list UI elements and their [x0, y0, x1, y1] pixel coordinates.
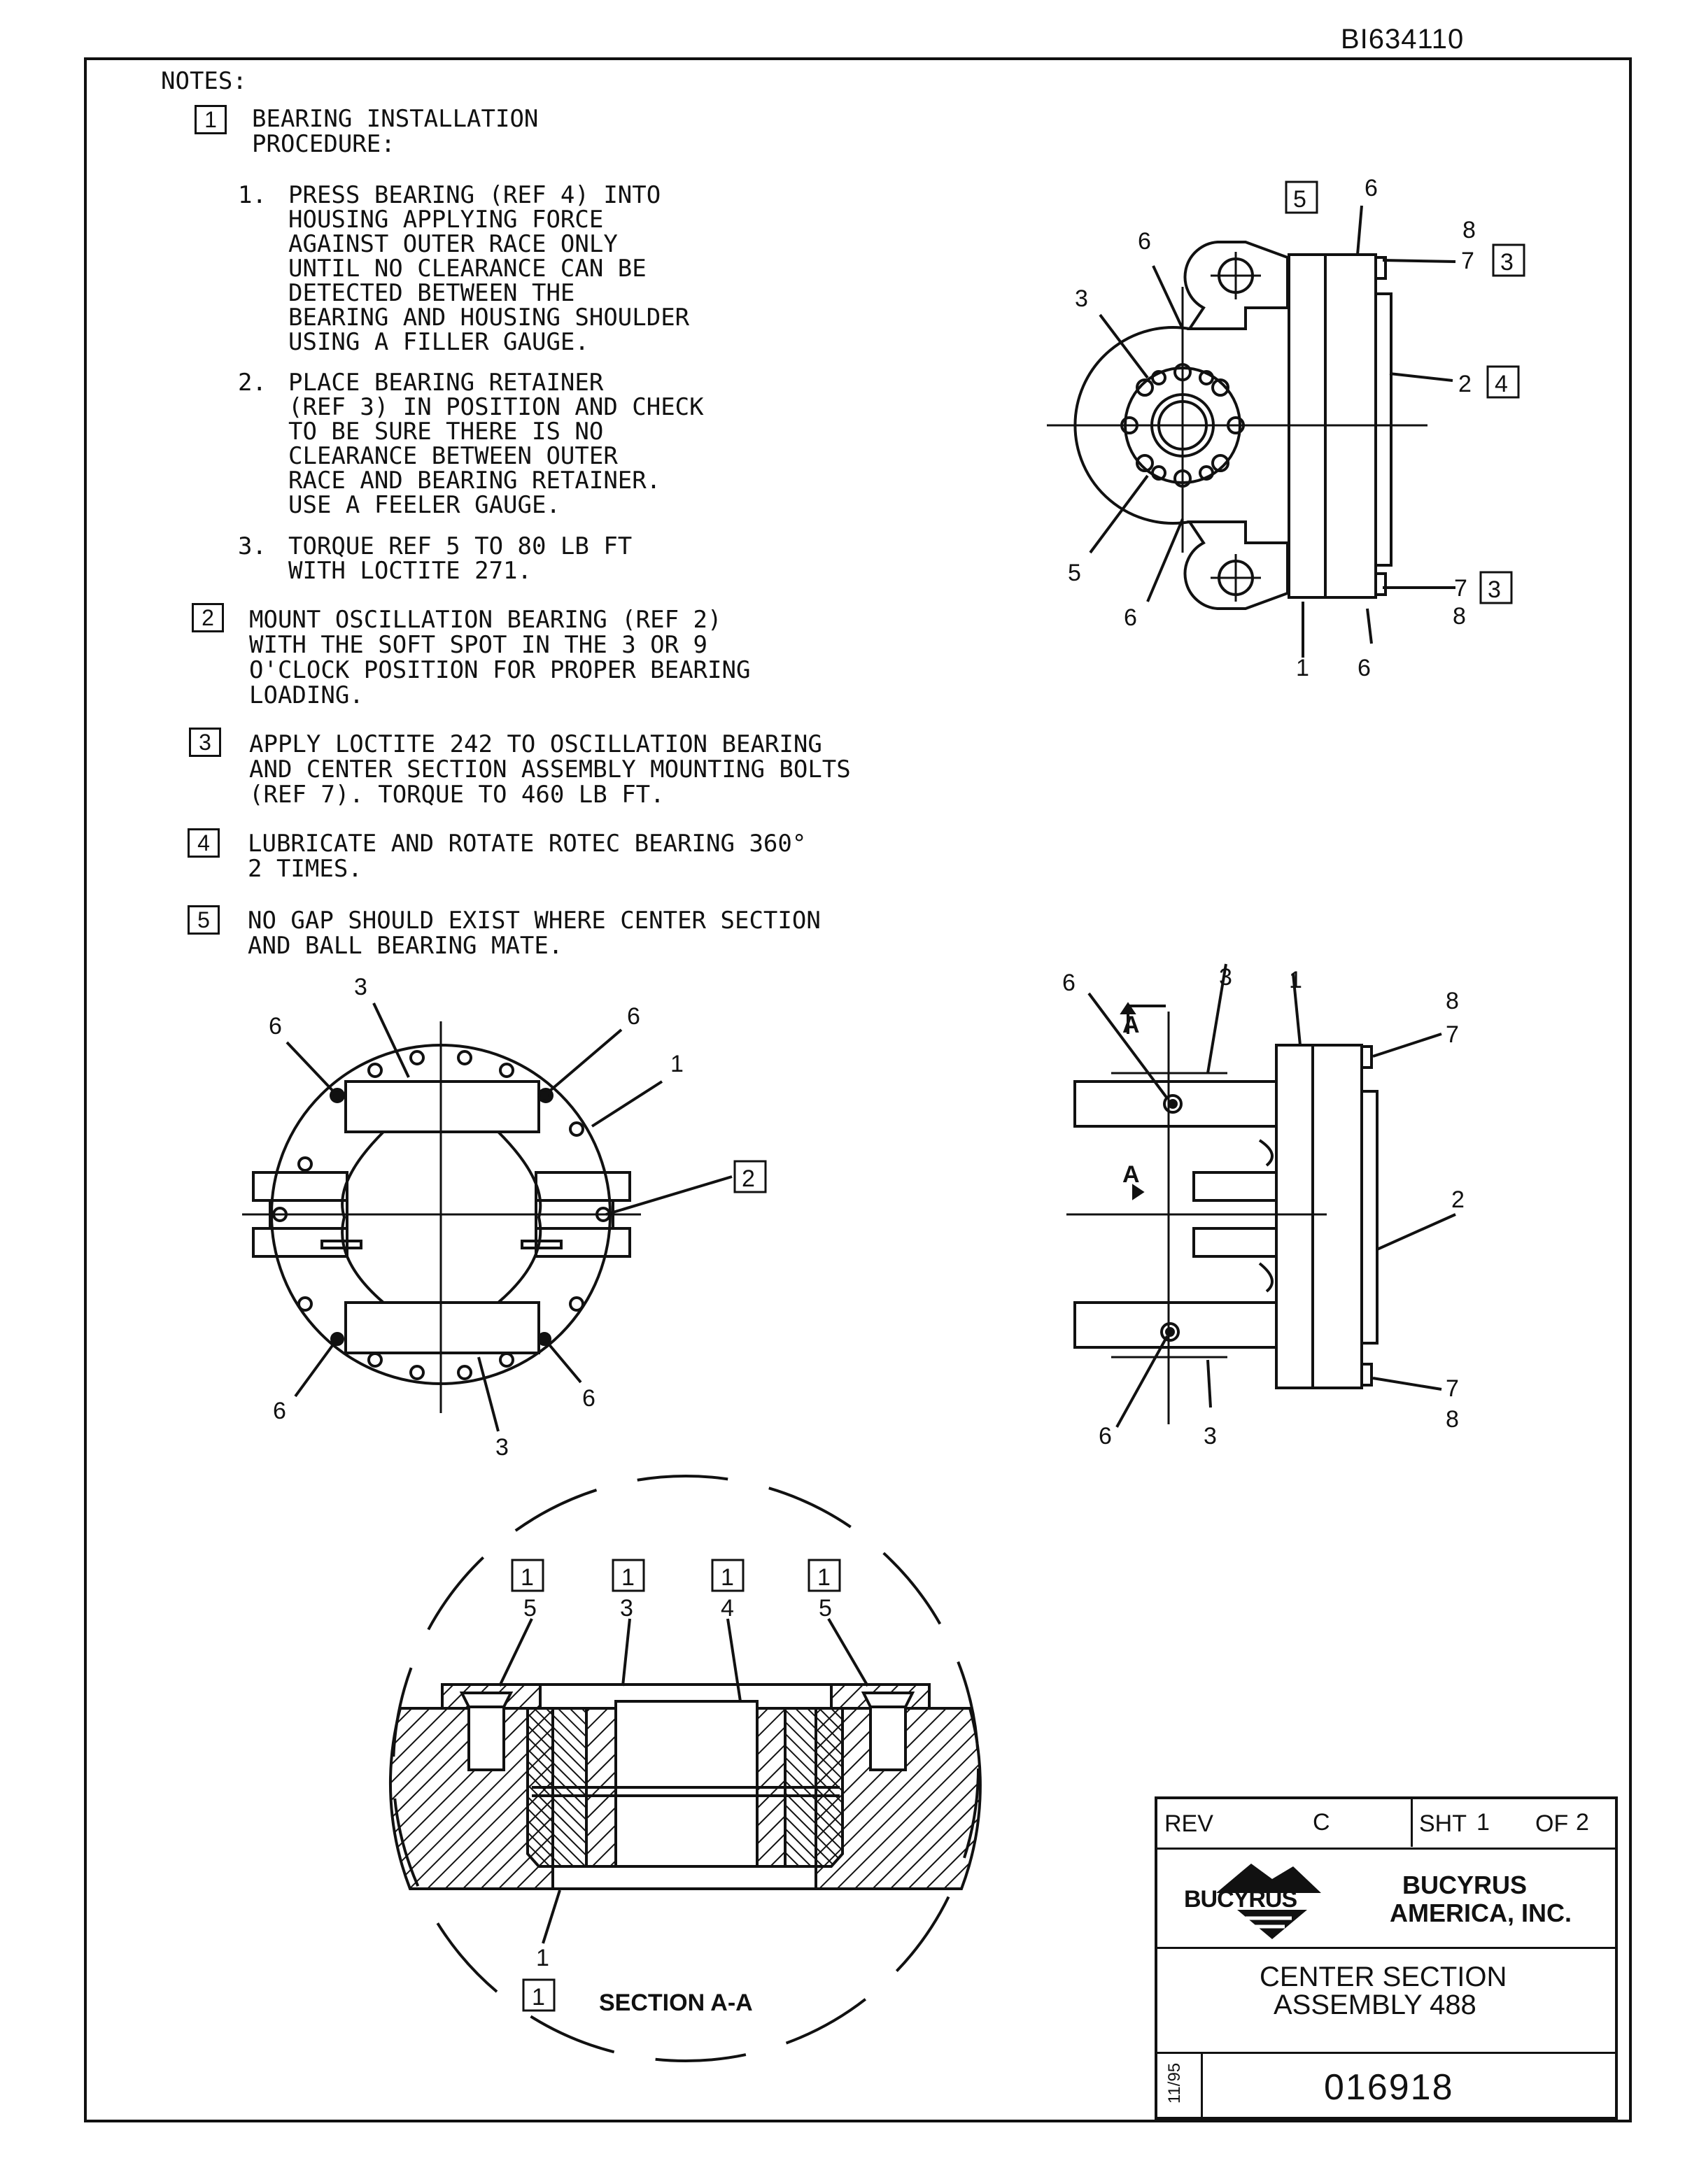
callout: 1	[817, 1564, 831, 1591]
of-label: OF	[1535, 1810, 1569, 1837]
top-right-view	[1047, 205, 1456, 658]
callout: 6	[627, 1003, 640, 1030]
bucyrus-logo-icon: BUCYRUS	[1184, 1864, 1321, 1939]
callout: 6	[1099, 1423, 1112, 1449]
drawing-number: BI634110	[1341, 24, 1465, 55]
callout: 1	[670, 1051, 684, 1077]
callout: 3	[495, 1434, 509, 1461]
note-1-step-3: 3.TORQUE REF 5 TO 80 LB FT WITH LOCTITE …	[238, 532, 633, 585]
callout: 6	[1062, 970, 1076, 996]
front-view	[242, 1002, 733, 1432]
title-row: CENTER SECTION ASSEMBLY 488	[1157, 1949, 1615, 2054]
callout: 3	[1075, 285, 1088, 312]
callout: 3	[620, 1595, 633, 1622]
callout: 3	[1219, 964, 1232, 991]
of-value: 2	[1576, 1809, 1589, 1836]
callout: 8	[1446, 988, 1459, 1014]
callout: 6	[269, 1013, 282, 1040]
sheet-value: 1	[1476, 1809, 1490, 1836]
sheet-label: SHT	[1419, 1810, 1467, 1837]
rev-row: REV C SHT 1 OF 2	[1157, 1799, 1615, 1850]
callout: 3	[1488, 576, 1501, 603]
note-1-marker: 1	[195, 105, 227, 134]
callout: 7	[1446, 1375, 1459, 1402]
rev-value: C	[1313, 1809, 1330, 1836]
callout: 6	[582, 1385, 595, 1412]
note-5-marker: 5	[188, 905, 220, 935]
callout: 2	[742, 1165, 755, 1192]
callout: 6	[273, 1398, 286, 1424]
callout: 4	[721, 1595, 734, 1622]
note-5-text: NO GAP SHOULD EXIST WHERE CENTER SECTION…	[248, 907, 821, 960]
note-2-text: MOUNT OSCILLATION BEARING (REF 2) WITH T…	[249, 606, 751, 709]
drawing-title-line-2: ASSEMBLY 488	[1274, 1990, 1476, 2020]
notes-heading: NOTES:	[161, 67, 247, 95]
callout: 6	[1124, 604, 1137, 631]
callout: 1	[1296, 655, 1309, 681]
callout: 7	[1446, 1021, 1459, 1048]
section-marker: A	[1122, 1161, 1140, 1188]
drawing-frame	[84, 57, 1632, 2122]
callout: 8	[1462, 217, 1476, 243]
side-view	[1066, 963, 1456, 1428]
section-marker: A	[1122, 1012, 1140, 1038]
note-1-title: BEARING INSTALLATION PROCEDURE:	[252, 105, 539, 158]
callout: 4	[1495, 371, 1508, 397]
side-view-callouts: 6 3 1 8 7 A A 2 7 8 6 3	[1062, 964, 1465, 1449]
date: 11/95	[1165, 2062, 1185, 2104]
company-line-2: AMERICA, INC.	[1390, 1899, 1572, 1927]
callout: 1	[532, 1984, 545, 2011]
callout: 3	[1204, 1423, 1217, 1449]
callout: 2	[1458, 371, 1472, 397]
callout: 5	[1293, 186, 1306, 213]
company-row: BUCYRUS BUCYRUS AMERICA, INC.	[1157, 1850, 1615, 1949]
top-right-callouts: 5 6 6 8 7 3 3 2 4 5 6 7 3 8 1 6	[1068, 175, 1525, 681]
callout: 3	[354, 974, 367, 1000]
note-1-step-2: 2.PLACE BEARING RETAINER (REF 3) IN POSI…	[238, 369, 704, 519]
callout: 6	[1358, 655, 1371, 681]
note-3-text: APPLY LOCTITE 242 TO OSCILLATION BEARING…	[249, 730, 851, 809]
section-title: SECTION A-A	[599, 1990, 753, 2016]
part-number: 016918	[1324, 2067, 1454, 2108]
rev-label: REV	[1164, 1810, 1213, 1837]
callout: 8	[1446, 1406, 1459, 1433]
section-view-callouts: 1 1 1 1 5 3 4 5 1 1 SECTION A-A	[511, 1559, 841, 2016]
callout: 5	[1068, 560, 1081, 586]
callout: 1	[1289, 967, 1302, 993]
callout: 8	[1453, 603, 1466, 630]
callout: 2	[1451, 1186, 1465, 1213]
callout: 3	[1500, 249, 1514, 276]
callout: 5	[523, 1595, 537, 1622]
callout: 7	[1454, 575, 1467, 602]
part-row: 11/95 016918	[1157, 2054, 1615, 2120]
callout: 1	[721, 1564, 734, 1591]
callout: 1	[521, 1564, 534, 1591]
note-3-marker: 3	[189, 728, 221, 757]
note-2-marker: 2	[192, 603, 224, 632]
note-1-step-1: 1.PRESS BEARING (REF 4) INTO HOUSING APP…	[238, 181, 690, 356]
logo-text: BUCYRUS	[1184, 1886, 1297, 1913]
callout: 5	[819, 1595, 832, 1622]
note-4-marker: 4	[188, 828, 220, 858]
callout: 1	[536, 1945, 549, 1971]
front-view-callouts: 3 6 6 1 2 6 6 3	[269, 974, 767, 1461]
callout: 6	[1365, 175, 1378, 201]
callout: 7	[1461, 248, 1474, 274]
section-view	[388, 1475, 982, 2062]
callout: 6	[1138, 228, 1151, 255]
drawing-title-line-1: CENTER SECTION	[1260, 1962, 1507, 1992]
company-line-1: BUCYRUS	[1402, 1871, 1528, 1899]
callout: 1	[621, 1564, 635, 1591]
note-4-text: LUBRICATE AND ROTATE ROTEC BEARING 360° …	[248, 830, 807, 883]
title-block: REV C SHT 1 OF 2 BUCYRUS BUCYRUS AMERICA…	[1155, 1796, 1618, 2120]
